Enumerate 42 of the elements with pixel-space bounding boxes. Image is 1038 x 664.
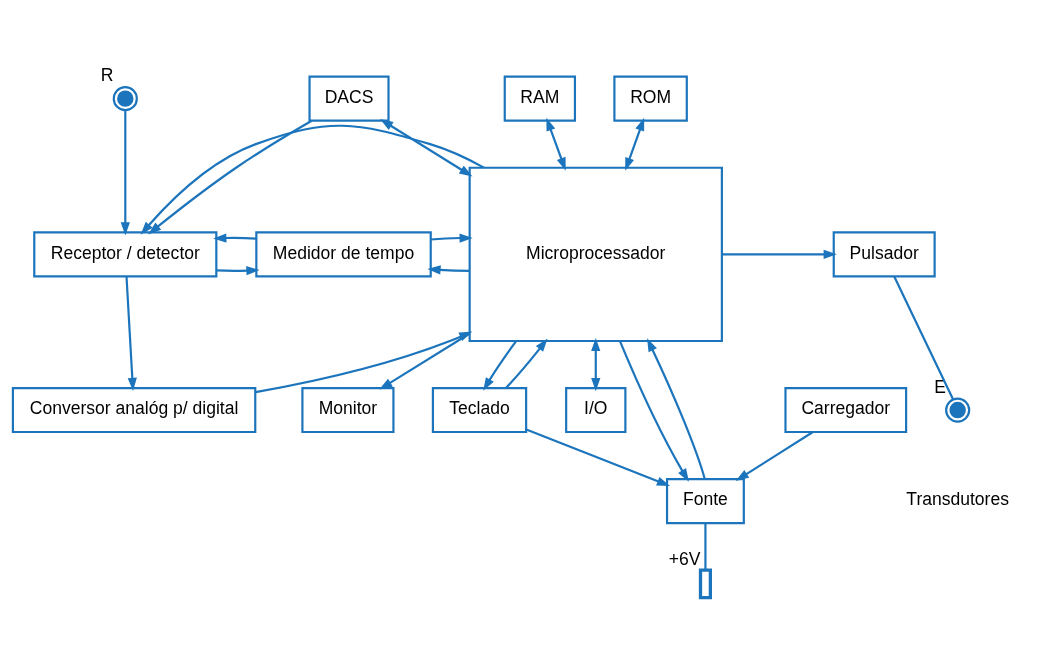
arrow [120, 109, 130, 235]
arrow [505, 338, 548, 389]
node-label: +6V [668, 547, 701, 568]
arrow [735, 430, 814, 481]
arrow [430, 232, 473, 243]
arrow [427, 264, 470, 275]
arrow [625, 117, 645, 171]
arrow [216, 265, 260, 275]
arrow [125, 275, 137, 391]
node-box: Teclado [431, 386, 528, 433]
arrow [525, 428, 670, 486]
node-box: Medidor de tempo [255, 230, 432, 277]
node-box: ROM [613, 75, 688, 122]
node-box: RAM [503, 75, 577, 122]
node-circle [112, 85, 138, 111]
node-box: Monitor [301, 386, 395, 433]
arrow [546, 117, 566, 171]
node-box: DACS [308, 75, 390, 122]
arrow [647, 337, 706, 479]
connector [893, 275, 954, 400]
node-box: I/O [565, 386, 627, 433]
arrow [721, 249, 837, 259]
arrow [213, 232, 257, 243]
node-box: Fonte [665, 477, 745, 524]
arrow [379, 332, 470, 390]
arrow [619, 340, 689, 482]
node-circle [945, 396, 971, 423]
node-box: Pulsador [832, 230, 936, 277]
node-box: Carregador [784, 386, 908, 433]
arrow [148, 119, 313, 234]
arrow [483, 340, 517, 391]
arrow [591, 337, 601, 391]
arrow [380, 118, 473, 177]
node-box: Conversor analóg p/ digital [11, 386, 257, 433]
node-box: Receptor / detector [33, 230, 218, 277]
arrow [255, 330, 473, 393]
node-label: R [100, 64, 114, 85]
node-battery [698, 568, 712, 599]
connector [704, 522, 707, 570]
node-box: Microprocessador [468, 166, 723, 342]
arrow [140, 124, 485, 235]
label: Transdutores [906, 488, 1009, 509]
